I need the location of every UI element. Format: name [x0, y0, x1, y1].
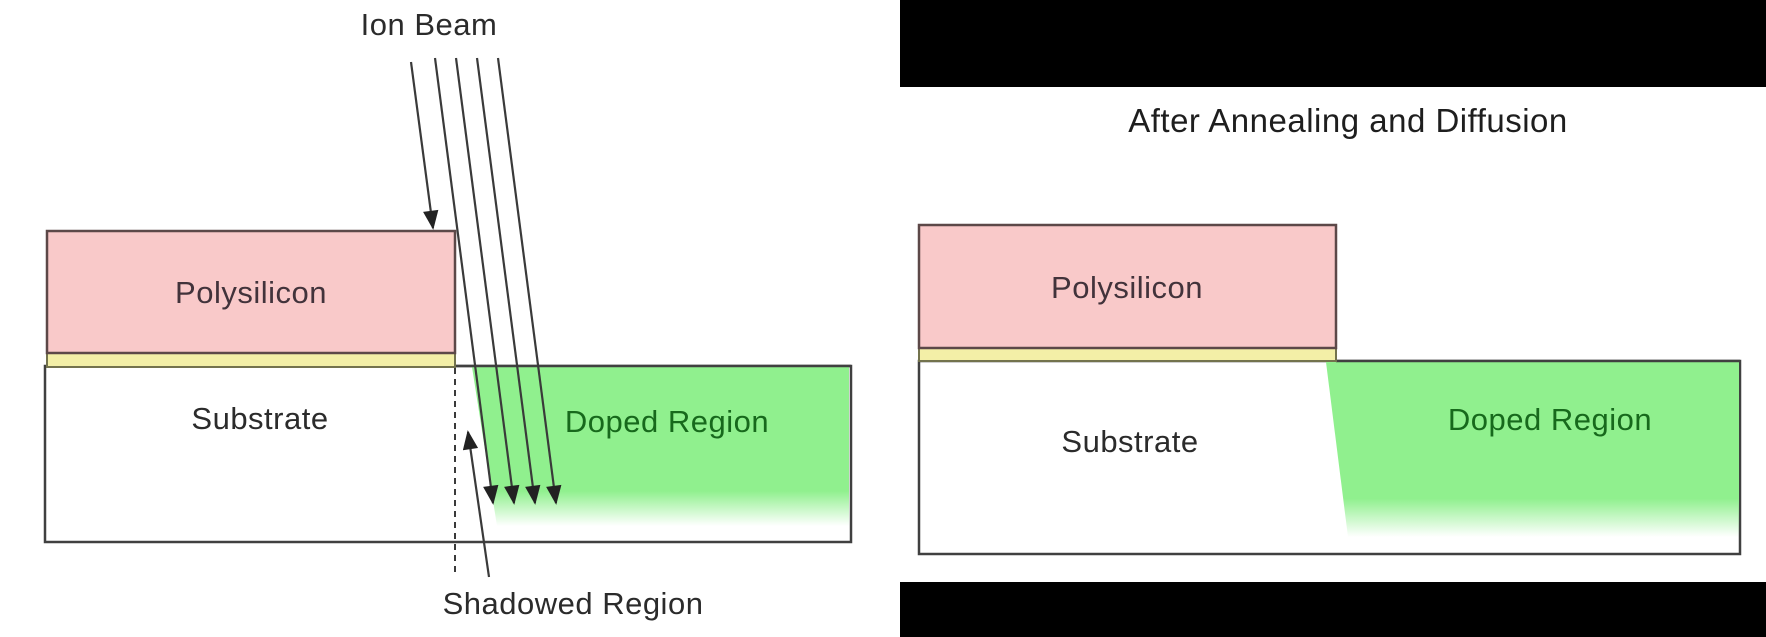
right-panel — [917, 223, 1742, 556]
after-annealing-title: After Annealing and Diffusion — [1128, 102, 1568, 139]
right-gate-oxide-layer — [918, 347, 1337, 362]
left-polysilicon-label: Polysilicon — [175, 275, 327, 310]
beam-line-1 — [409, 61, 439, 230]
right-doped-region-label: Doped Region — [1447, 402, 1653, 437]
shadowed-region-label: Shadowed Region — [442, 586, 704, 621]
shadowed-region-arrow — [462, 430, 491, 578]
left-doped-region — [472, 367, 849, 526]
beam-line-4 — [475, 57, 541, 505]
beam-line-3 — [454, 57, 520, 505]
top-mask-bar — [900, 0, 1766, 87]
bottom-mask-bar — [900, 582, 1766, 637]
left-substrate-label: Substrate — [191, 401, 329, 436]
left-panel — [43, 57, 853, 578]
right-polysilicon-layer — [917, 223, 1338, 350]
right-polysilicon-label: Polysilicon — [1051, 270, 1203, 305]
right-doped-region — [1326, 362, 1739, 537]
ion-beam-label: Ion Beam — [360, 7, 498, 42]
right-substrate-label: Substrate — [1061, 424, 1199, 459]
ion-beam-lines — [409, 57, 562, 505]
left-doped-region-label: Doped Region — [564, 404, 770, 439]
beam-line-2 — [433, 57, 499, 505]
left-polysilicon-layer — [45, 229, 457, 355]
beam-line-5 — [496, 57, 562, 505]
